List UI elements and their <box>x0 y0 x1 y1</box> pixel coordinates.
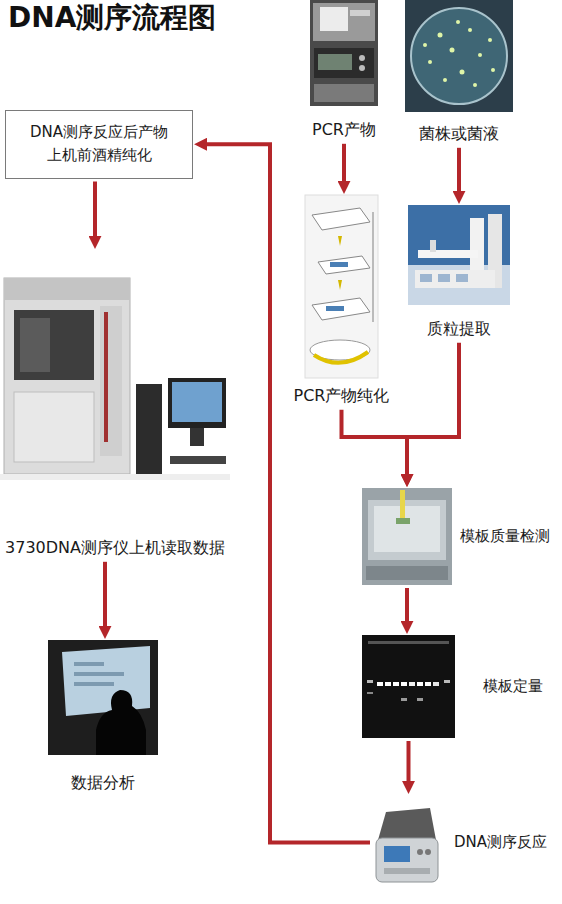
step-caption: 模板质量检测 <box>460 527 550 547</box>
box-text: DNA测序反应后产物 上机前酒精纯化 <box>18 121 180 168</box>
image-area <box>310 0 378 106</box>
flow-arrow <box>457 148 461 192</box>
step-caption: 质粒提取 <box>427 319 491 340</box>
thermocycler-photo <box>376 808 438 882</box>
image-area <box>305 195 378 378</box>
flow-arrow <box>93 182 97 238</box>
image-area <box>4 250 226 490</box>
image-step: PCR产物 <box>310 0 378 141</box>
step-caption: 3730DNA测序仪上机读取数据 <box>5 538 225 559</box>
image-step: DNA测序反应 <box>373 795 547 890</box>
image-area <box>48 640 158 755</box>
step-caption: PCR产物 <box>312 120 376 141</box>
plasmid-robot-photo <box>408 205 510 305</box>
flow-arrow <box>342 410 408 475</box>
image-step: 质粒提取 <box>408 205 510 340</box>
image-area <box>405 0 513 112</box>
image-step: 模板定量 <box>362 635 543 738</box>
flow-arrow <box>103 562 107 627</box>
process-box: DNA测序反应后产物 上机前酒精纯化 <box>5 110 193 179</box>
image-step: 3730DNA测序仪上机读取数据 <box>4 250 226 559</box>
image-area <box>373 795 440 890</box>
electrophoresis-photo <box>362 488 452 585</box>
image-step: 数据分析 <box>48 640 158 794</box>
step-caption: 数据分析 <box>71 773 135 794</box>
step-caption: 模板定量 <box>483 677 543 697</box>
petri-dish-photo <box>405 0 513 112</box>
gel-image <box>362 635 455 738</box>
step-caption: DNA测序反应 <box>454 833 547 853</box>
data-analysis-photo <box>48 640 158 755</box>
step-caption: PCR产物纯化 <box>294 386 390 407</box>
sequencer-photo <box>0 278 230 480</box>
diagram-title: DNA测序流程图 <box>8 0 216 35</box>
image-step: 模板质量检测 <box>362 488 550 585</box>
purification-plates-figure <box>305 195 378 378</box>
image-area <box>408 205 510 305</box>
flow-arrow <box>342 144 346 182</box>
flow-arrow <box>407 343 459 475</box>
flow-arrow <box>206 144 370 842</box>
flow-arrow <box>405 588 409 622</box>
image-area <box>362 635 455 738</box>
pcr-machine-photo <box>310 0 378 106</box>
step-caption: 菌株或菌液 <box>419 124 499 145</box>
flow-arrow <box>407 741 411 782</box>
image-step: PCR产物纯化 <box>294 195 390 407</box>
image-area <box>362 488 452 585</box>
image-step: 菌株或菌液 <box>405 0 513 145</box>
